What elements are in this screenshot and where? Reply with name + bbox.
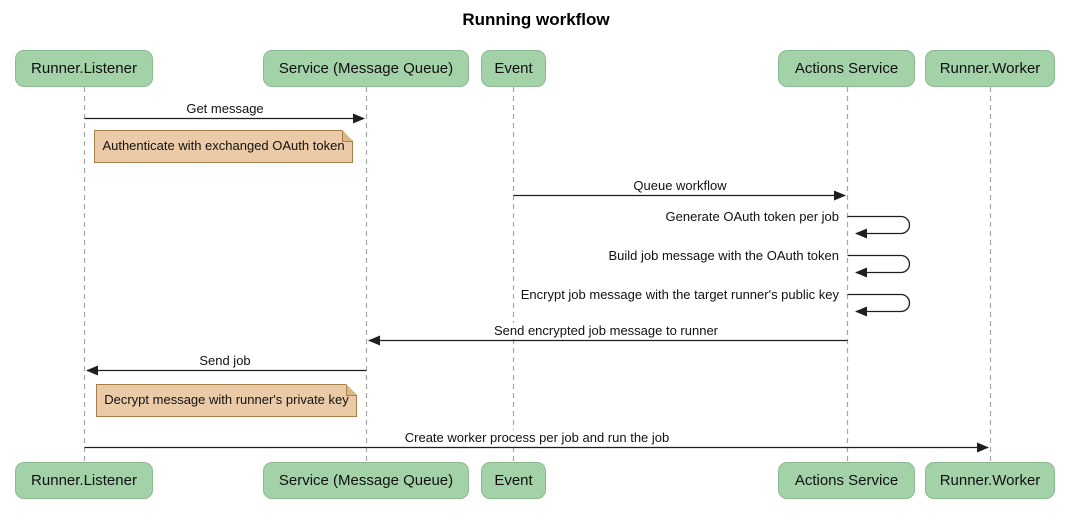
- note-text: Authenticate with exchanged OAuth token: [102, 138, 345, 153]
- actor-top-actions-service: Actions Service: [778, 50, 915, 87]
- message-label-get-message: Get message: [183, 101, 267, 116]
- actor-label: Service (Message Queue): [278, 60, 454, 77]
- actor-label: Event: [494, 60, 533, 77]
- message-label-generate-oauth-token: Generate OAuth token per job: [662, 209, 842, 225]
- actor-top-runner-worker: Runner.Worker: [925, 50, 1055, 87]
- actor-bottom-event: Event: [481, 462, 546, 499]
- message-label-send-encrypted-job-message: Send encrypted job message to runner: [490, 323, 722, 338]
- actor-bottom-actions-service: Actions Service: [778, 462, 915, 499]
- message-label-queue-workflow: Queue workflow: [630, 178, 730, 193]
- actor-label: Runner.Worker: [939, 60, 1041, 77]
- actor-top-runner-listener: Runner.Listener: [15, 50, 153, 87]
- actor-label: Runner.Worker: [939, 472, 1041, 489]
- message-label-send-job: Send job: [196, 353, 254, 368]
- arrow-self-generate-oauth-token: [847, 215, 911, 239]
- actor-bottom-service-message-queue: Service (Message Queue): [263, 462, 469, 499]
- actor-bottom-runner-worker: Runner.Worker: [925, 462, 1055, 499]
- actor-label: Service (Message Queue): [278, 472, 454, 489]
- arrow-self-encrypt-job-message: [847, 293, 911, 317]
- note-decrypt-private-key: Decrypt message with runner's private ke…: [96, 384, 357, 417]
- message-label-encrypt-job-message: Encrypt job message with the target runn…: [517, 287, 842, 303]
- note-text: Decrypt message with runner's private ke…: [104, 392, 349, 407]
- actor-label: Actions Service: [794, 60, 899, 77]
- note-authenticate-oauth: Authenticate with exchanged OAuth token: [94, 130, 353, 163]
- arrow-self-build-job-message: [847, 254, 911, 278]
- actor-label: Runner.Listener: [31, 60, 137, 77]
- actor-label: Actions Service: [794, 472, 899, 489]
- message-label-create-worker-process: Create worker process per job and run th…: [401, 430, 673, 445]
- diagram-title: Running workflow: [462, 10, 610, 29]
- actor-bottom-runner-listener: Runner.Listener: [15, 462, 153, 499]
- actor-label: Runner.Listener: [31, 472, 137, 489]
- message-arrows: [84, 113, 989, 453]
- actor-top-service-message-queue: Service (Message Queue): [263, 50, 469, 87]
- actor-top-event: Event: [481, 50, 546, 87]
- actor-label: Event: [494, 472, 533, 489]
- message-label-build-job-message: Build job message with the OAuth token: [605, 248, 842, 264]
